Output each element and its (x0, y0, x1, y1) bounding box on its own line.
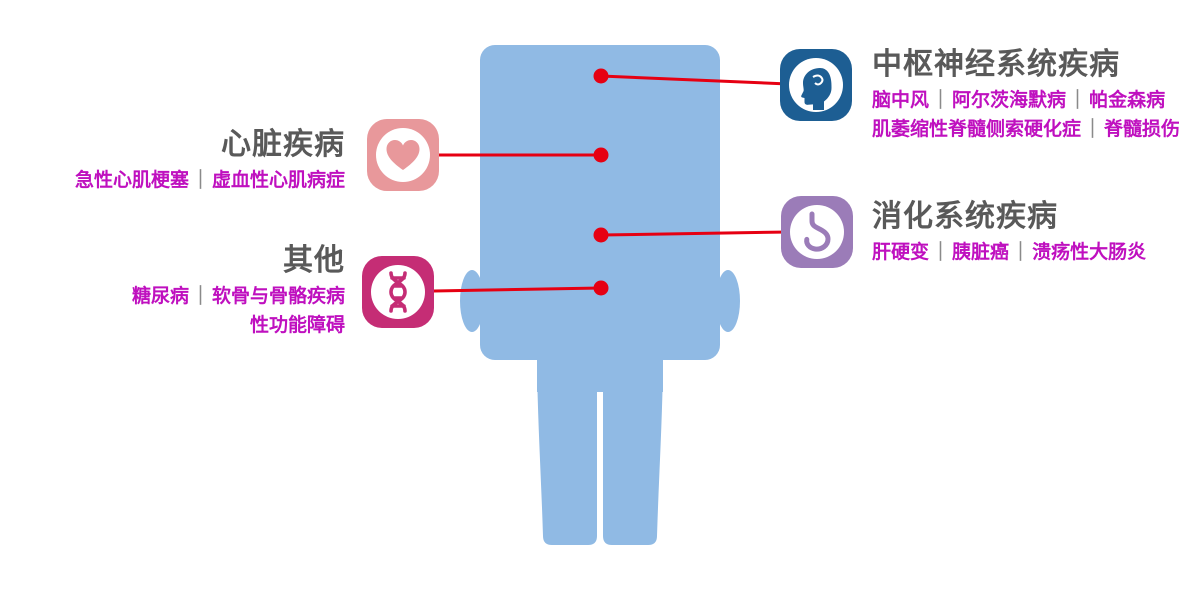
separator: ｜ (190, 168, 210, 191)
disease-label: 性功能障碍 (249, 314, 345, 337)
body-silhouette (460, 45, 740, 545)
separator: ｜ (931, 88, 951, 111)
callout-central-nervous-system: 中枢神经系统疾病 脑中风｜阿尔茨海默病｜帕金森病 肌萎缩性脊髓侧索硬化症｜脊髓损… (872, 48, 1180, 141)
connector-lines (433, 74, 790, 293)
torso (480, 45, 720, 360)
disease-line: 糖尿病｜软骨与骨骼疾病 (132, 285, 345, 308)
separator: ｜ (931, 240, 951, 263)
disease-label: 急性心肌梗塞 (74, 168, 189, 191)
connector-line-cns (600, 74, 789, 86)
disease-label: 糖尿病 (131, 284, 189, 307)
dna-icon-glyph (371, 265, 425, 319)
disease-line: 急性心肌梗塞｜虚血性心肌病症 (75, 169, 345, 192)
group-title: 消化系统疾病 (872, 199, 1058, 234)
group-title: 其他 (283, 243, 345, 278)
connector-line-digest (600, 230, 790, 237)
stomach-icon-glyph (790, 205, 844, 259)
disease-line: 脑中风｜阿尔茨海默病｜帕金森病 (872, 89, 1180, 112)
disease-label: 脊髓损伤 (1104, 118, 1181, 141)
heart-icon (367, 119, 439, 191)
marker-dots (593, 68, 609, 296)
disease-line: 肝硬变｜胰脏癌｜溃疡性大肠炎 (872, 241, 1146, 264)
heart-icon-glyph (376, 128, 430, 182)
separator: ｜ (1083, 118, 1103, 141)
disease-line: 肌萎缩性脊髓侧索硬化症｜脊髓损伤 (872, 118, 1180, 141)
connector-line-other (433, 286, 602, 293)
disease-line: 性功能障碍 (132, 314, 345, 337)
right-leg (603, 352, 663, 545)
left-hand (460, 270, 484, 332)
marker-dot-cns (593, 68, 609, 84)
disease-label: 脑中风 (872, 88, 930, 111)
disease-label: 胰脏癌 (952, 240, 1010, 263)
separator: ｜ (1011, 240, 1031, 263)
left-leg (537, 352, 597, 545)
marker-dot-heart (593, 147, 609, 163)
disease-label: 肌萎缩性脊髓侧索硬化症 (872, 118, 1082, 141)
right-hand (716, 270, 740, 332)
disease-label: 帕金森病 (1089, 88, 1166, 111)
callout-other: 其他 糖尿病｜软骨与骨骼疾病 性功能障碍 (132, 244, 345, 337)
disease-label: 软骨与骨骼疾病 (211, 284, 345, 307)
separator: ｜ (1068, 88, 1088, 111)
marker-dot-other (593, 280, 609, 296)
marker-dot-digest (593, 227, 609, 243)
disease-label: 溃疡性大肠炎 (1032, 240, 1147, 263)
stomach-icon (781, 196, 853, 268)
callout-heart-disease: 心脏疾病 急性心肌梗塞｜虚血性心肌病症 (75, 128, 345, 191)
disease-label: 肝硬变 (872, 240, 930, 263)
disease-label: 虚血性心肌病症 (211, 168, 345, 191)
group-title: 心脏疾病 (221, 127, 345, 162)
disease-label: 阿尔茨海默病 (952, 88, 1067, 111)
separator: ｜ (190, 284, 210, 307)
dna-icon (362, 256, 434, 328)
callout-digestive-system: 消化系统疾病 肝硬变｜胰脏癌｜溃疡性大肠炎 (872, 200, 1146, 263)
group-title: 中枢神经系统疾病 (872, 47, 1120, 82)
brain-icon (780, 49, 852, 121)
brain-icon-glyph (789, 58, 843, 112)
